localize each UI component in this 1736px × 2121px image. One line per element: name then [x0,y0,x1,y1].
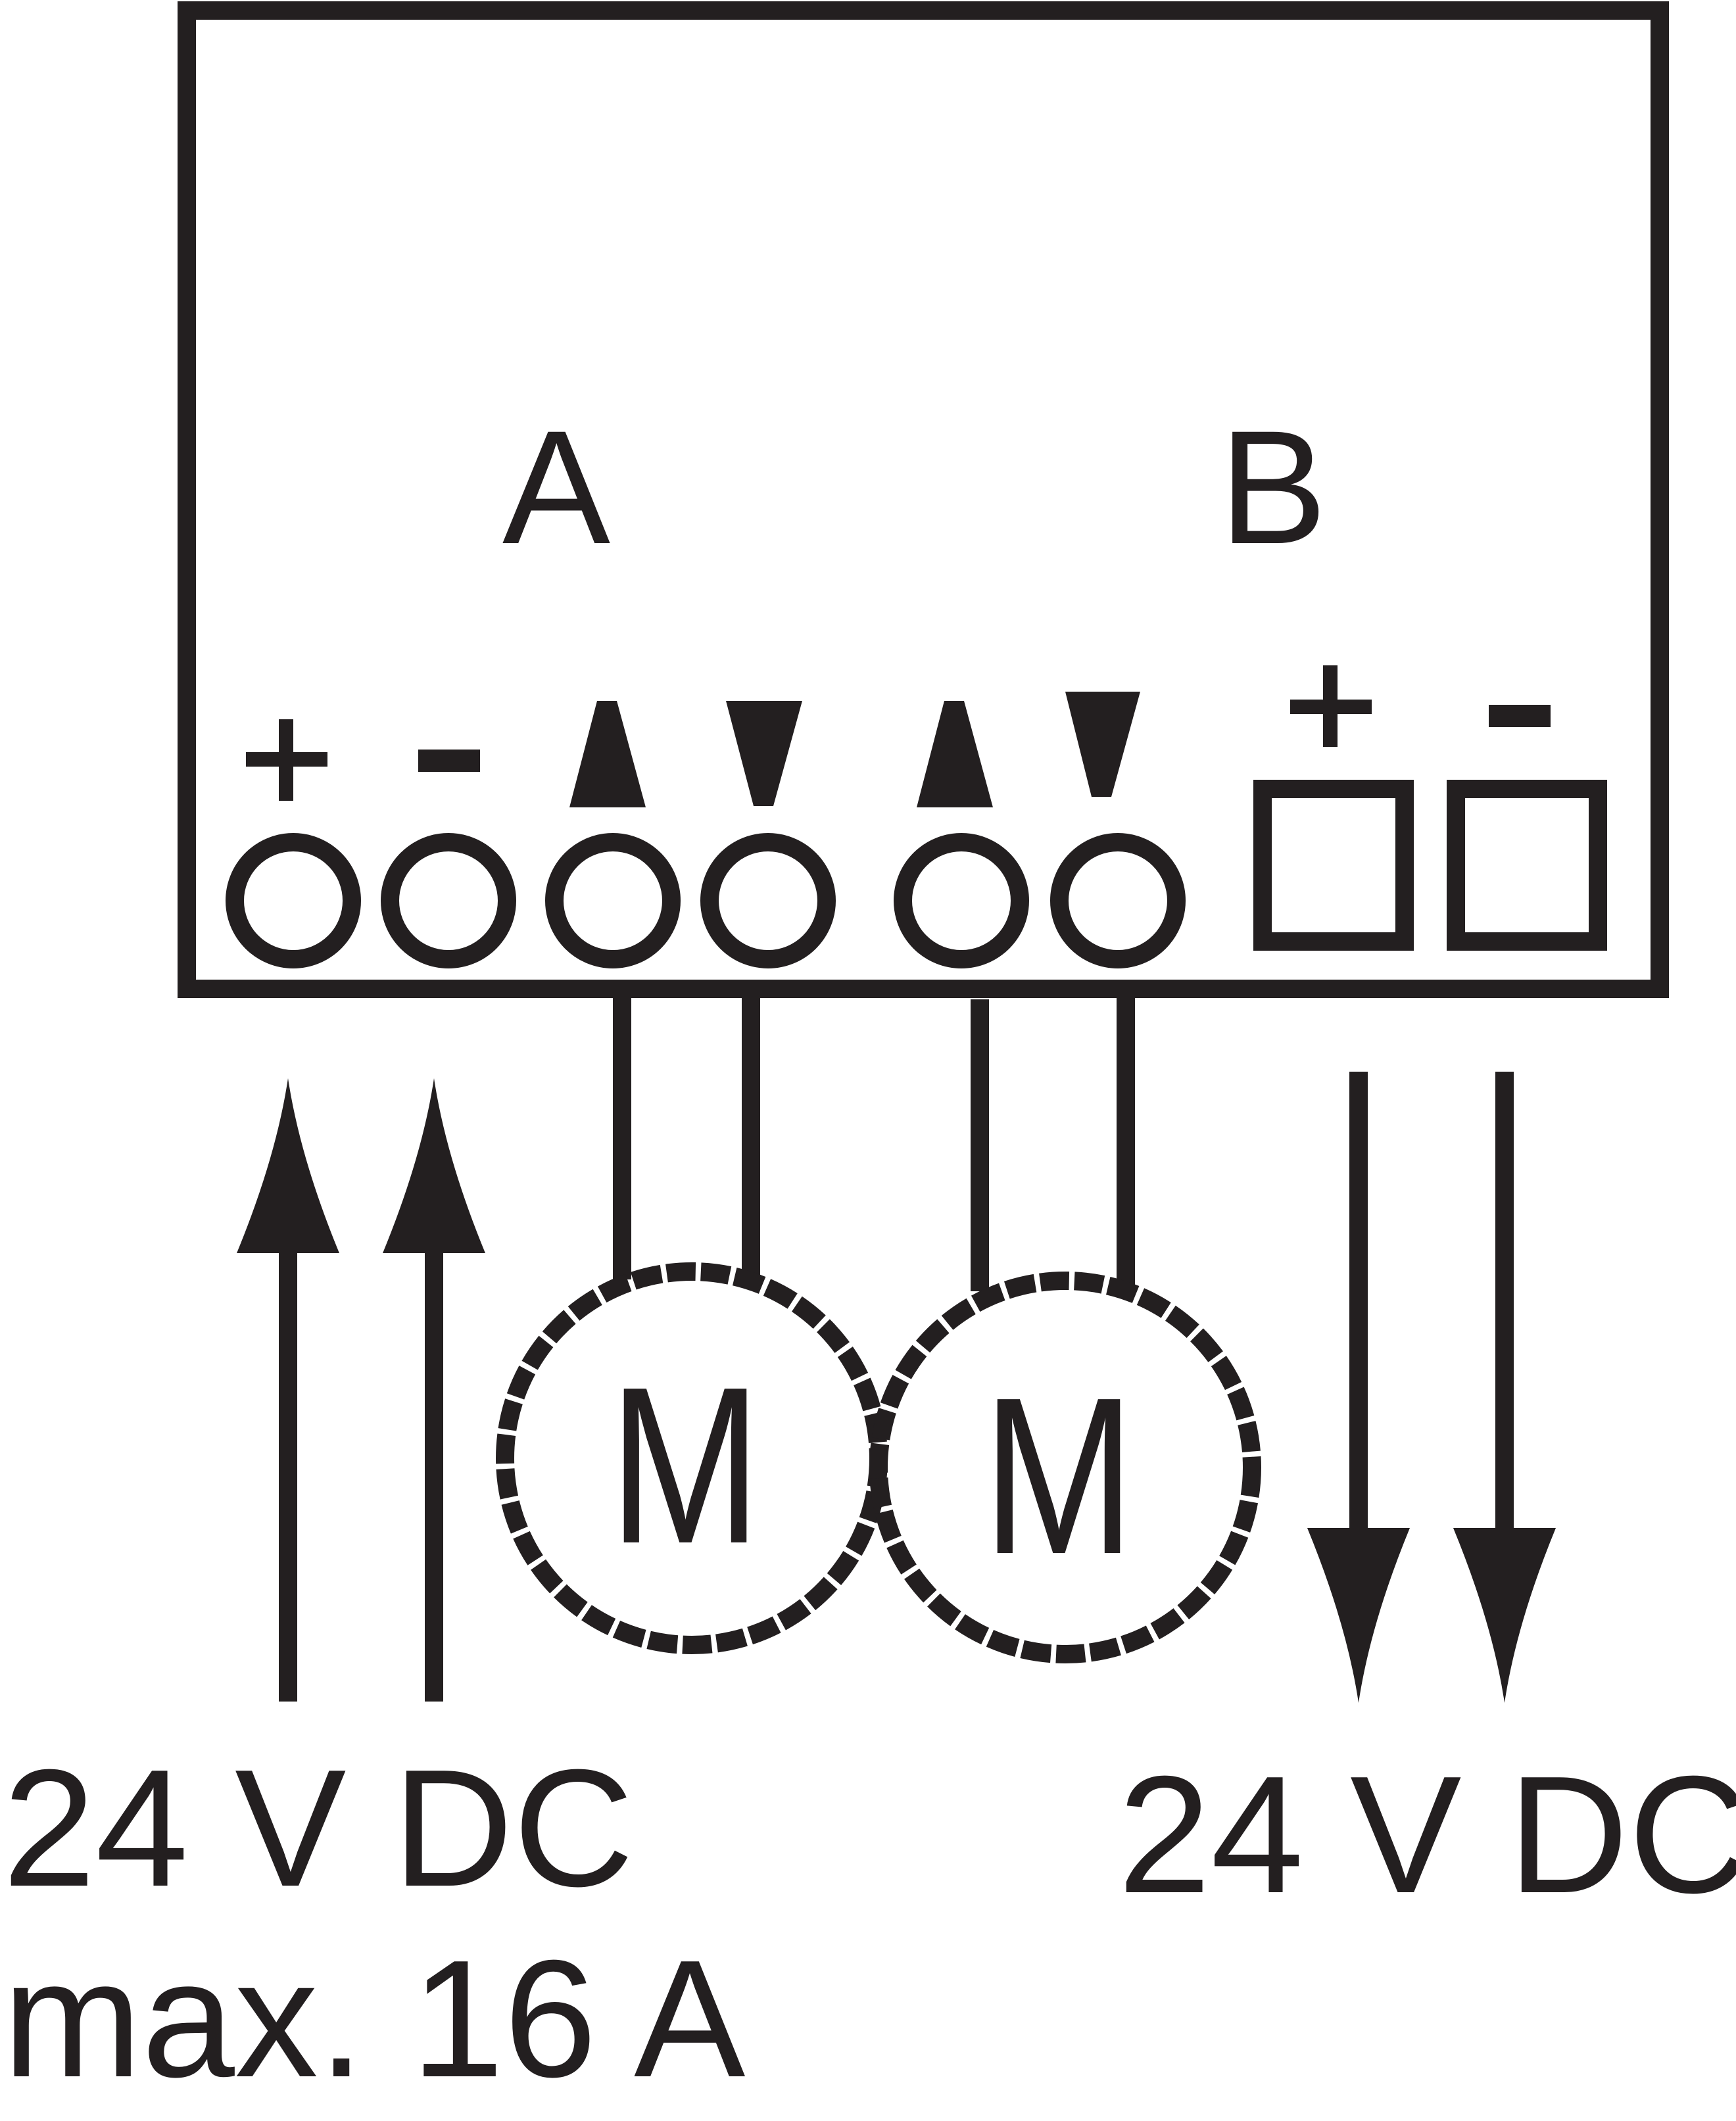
motor-wires [613,980,1135,1291]
down-triangle-icon [1065,692,1140,797]
input-voltage-label: 24 V DC [3,1734,634,1921]
motor-2-housing [869,1272,1261,1663]
terminal-motor-b-up [894,833,1029,968]
terminal-row [226,780,1607,968]
minus-left-icon [418,750,480,772]
motor-2: M [869,1272,1261,1663]
plus-left-icon [246,719,327,801]
input-arrow-plus [237,1078,339,1702]
controller-housing [178,1,1669,998]
down-triangle-icon [726,701,802,806]
output-arrows [1307,1072,1556,1703]
up-triangle-icon [917,701,993,807]
terminal-motor-a-down [700,833,836,968]
terminal-minus-in [381,833,516,968]
terminal-plus-out [1253,780,1414,951]
output-arrow-plus [1307,1072,1410,1703]
terminal-minus-out [1447,780,1607,951]
motor-2-label: M [982,1351,1135,1600]
up-triangle-icon [569,701,646,807]
motor-1: M [496,1262,888,1654]
terminal-motor-b-down [1050,833,1186,968]
output-arrow-minus [1453,1072,1556,1703]
input-arrow-minus [383,1078,485,1702]
minus-right-icon [1489,705,1551,727]
input-arrows [237,1078,485,1702]
channel-label-a: A [502,397,610,578]
plus-right-icon [1290,665,1372,747]
channel-label-b: B [1219,397,1327,578]
input-current-label: max. 16 A [3,1925,745,2112]
terminal-plus-in [226,833,361,968]
motor-1-label: M [609,1341,761,1590]
terminal-motor-a-up [545,833,681,968]
output-voltage-label: 24 V DC [1118,1741,1736,1928]
